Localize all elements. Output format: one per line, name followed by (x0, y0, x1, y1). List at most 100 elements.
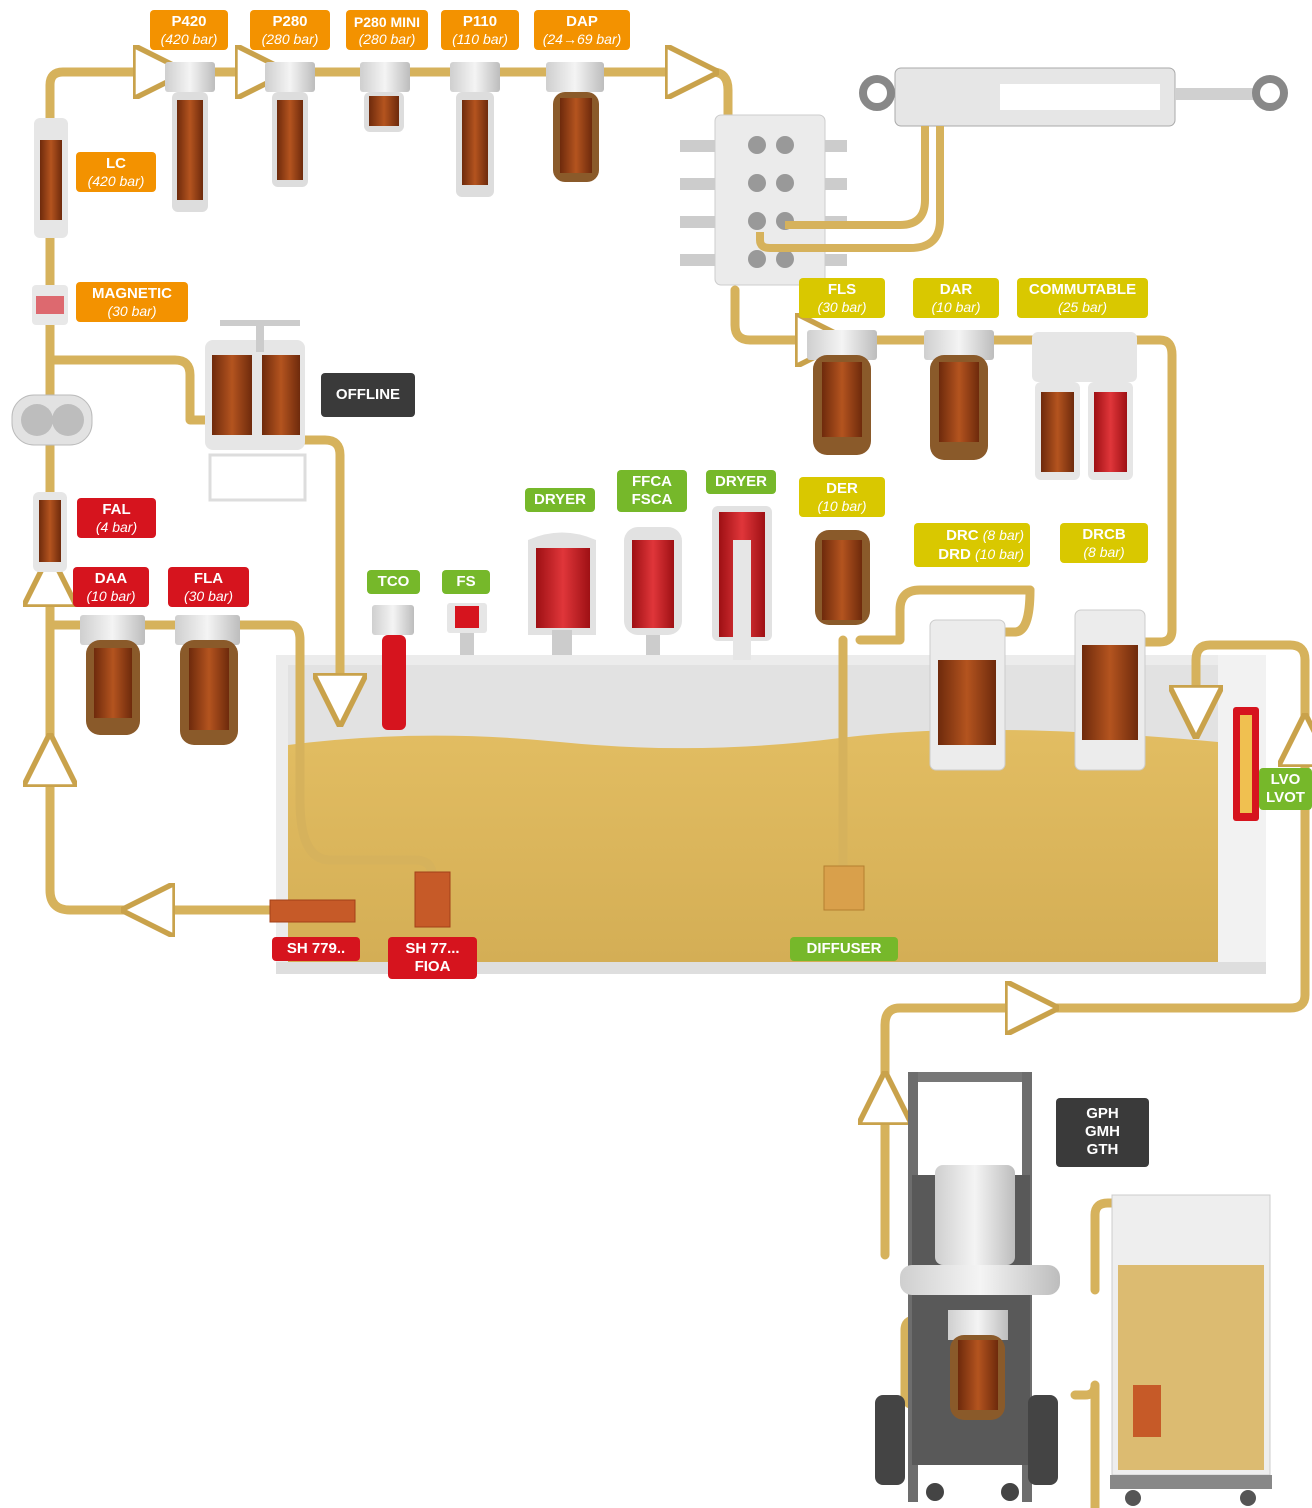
label-ffca: FFCA FSCA (617, 470, 687, 512)
label-commutable-name: COMMUTABLE (1028, 281, 1137, 298)
label-commutable-pressure: (25 bar) (1057, 299, 1108, 315)
label-p280-mini: P280 MINI (280 bar) (346, 10, 428, 50)
label-magnetic-pressure: (30 bar) (107, 303, 157, 319)
label-p110-pressure: (110 bar) (452, 31, 508, 47)
label-offline: OFFLINE (321, 373, 415, 417)
label-fls-name: FLS (827, 281, 857, 298)
label-lvo: LVO LVOT (1259, 768, 1312, 810)
label-ffca-line2: FSCA (631, 491, 673, 508)
label-p280-mini-name: P280 MINI (353, 14, 421, 30)
label-daa-pressure: (10 bar) (86, 588, 136, 604)
label-fal-pressure: (4 bar) (95, 519, 138, 535)
filter-lc (34, 118, 68, 238)
oil-drum (1110, 1194, 1272, 1506)
label-fs-name: FS (456, 573, 476, 590)
label-p280-pressure: (280 bar) (261, 31, 319, 47)
label-drc-name: DRC (946, 527, 979, 544)
filter-offline (205, 320, 307, 502)
filter-fls (807, 330, 877, 455)
label-daa-name: DAA (94, 570, 128, 587)
hydraulic-cylinder (756, 67, 1288, 252)
label-fla: FLA (30 bar) (168, 567, 249, 607)
label-sh77-line1: SH 77... (405, 940, 460, 957)
filtration-cart (875, 1072, 1060, 1502)
label-dryer-1-name: DRYER (534, 491, 586, 508)
level-gauge (1233, 707, 1259, 821)
suction-filter-fioa (414, 871, 451, 928)
label-sh779-name: SH 779.. (286, 940, 346, 957)
label-drcb-pressure: (8 bar) (1083, 544, 1125, 560)
label-fs: FS (442, 570, 490, 594)
label-fla-name: FLA (193, 570, 224, 587)
filter-p280 (265, 62, 315, 187)
label-p420-pressure: (420 bar) (160, 31, 218, 47)
label-magnetic-name: MAGNETIC (92, 285, 172, 302)
filter-p420 (165, 62, 215, 212)
label-der-pressure: (10 bar) (817, 498, 867, 514)
flow-arrows (50, 72, 1305, 1120)
pump (11, 394, 93, 446)
label-p420: P420 (420 bar) (150, 10, 228, 50)
label-ffca-line1: FFCA (632, 473, 672, 490)
label-drcb: DRCB (8 bar) (1060, 523, 1148, 563)
dryer-1 (528, 532, 596, 655)
label-dryer-2: DRYER (706, 470, 776, 494)
label-dar-pressure: (10 bar) (931, 299, 981, 315)
label-p420-name: P420 (171, 13, 207, 30)
label-drd-pressure: (10 bar) (974, 546, 1024, 562)
label-offline-name: OFFLINE (335, 386, 401, 403)
filter-magnetic (32, 285, 68, 325)
label-diffuser-name: DIFFUSER (806, 940, 882, 957)
label-p110: P110 (110 bar) (441, 10, 519, 50)
label-lc: LC (420 bar) (76, 152, 156, 192)
diffuser-element (823, 865, 865, 911)
label-der: DER (10 bar) (799, 477, 885, 517)
label-drcb-name: DRCB (1082, 526, 1126, 543)
label-dryer-1: DRYER (525, 488, 595, 512)
filter-dar (924, 330, 994, 460)
label-magnetic: MAGNETIC (30 bar) (76, 282, 188, 322)
directional-valve-block (680, 114, 847, 286)
label-dap-name: DAP (566, 13, 598, 30)
suction-strainer-sh779 (269, 899, 356, 923)
label-gth: GTH (1086, 1141, 1119, 1158)
label-commutable: COMMUTABLE (25 bar) (1017, 278, 1148, 318)
label-dap: DAP (24→69 bar) (534, 10, 630, 50)
dryer-2 (712, 506, 772, 660)
label-lvo-line1: LVO (1270, 771, 1301, 788)
filter-dap (546, 62, 604, 182)
filler-tco (372, 605, 414, 730)
label-gph: GPH (1086, 1105, 1119, 1122)
label-der-name: DER (826, 480, 858, 497)
label-lc-pressure: (420 bar) (87, 173, 145, 189)
label-p280: P280 (280 bar) (250, 10, 330, 50)
filter-drc (929, 619, 1006, 771)
breather-ffca (624, 527, 682, 655)
label-sh779: SH 779.. (272, 937, 360, 961)
label-drc-pressure: (8 bar) (982, 527, 1024, 543)
label-fls: FLS (30 bar) (799, 278, 885, 318)
label-dar-name: DAR (939, 281, 973, 298)
label-fla-pressure: (30 bar) (183, 588, 234, 604)
label-dap-pressure: (24→69 bar) (542, 31, 622, 47)
label-gmh: GMH (1085, 1123, 1120, 1140)
filter-commutable (1032, 332, 1137, 480)
label-tco-name: TCO (377, 573, 410, 590)
filter-daa (80, 615, 145, 735)
label-p280-name: P280 (272, 13, 308, 30)
filter-drcb (1074, 609, 1146, 771)
label-fal: FAL (4 bar) (77, 498, 156, 538)
label-p110-name: P110 (462, 13, 498, 30)
filter-fla (175, 615, 240, 745)
label-drd-name: DRD (938, 546, 971, 563)
label-lvo-line2: LVOT (1266, 789, 1305, 806)
label-daa: DAA (10 bar) (73, 567, 149, 607)
label-fls-pressure: (30 bar) (817, 299, 867, 315)
filter-p280-mini (360, 62, 410, 132)
label-tco: TCO (367, 570, 420, 594)
label-dryer-2-name: DRYER (715, 473, 767, 490)
filter-der (815, 530, 870, 625)
filter-p110 (450, 62, 500, 197)
label-sh77-fioa: SH 77... FIOA (388, 937, 477, 979)
label-lc-name: LC (106, 155, 126, 172)
